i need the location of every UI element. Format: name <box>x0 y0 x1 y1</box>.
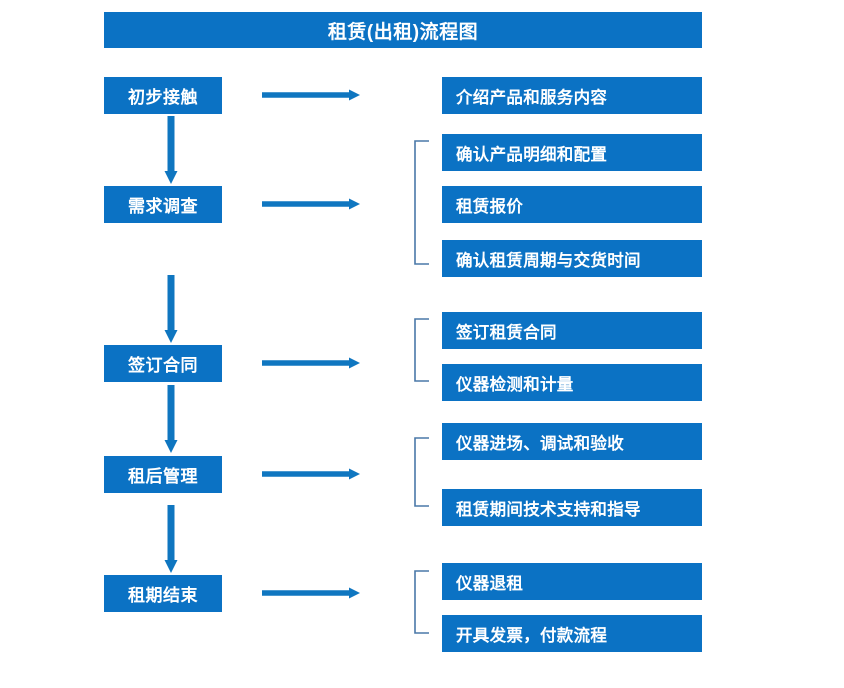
stage-box-2[interactable]: 需求调查 <box>104 186 222 223</box>
detail-box-4-2[interactable]: 租赁期间技术支持和指导 <box>442 489 702 526</box>
bracket-connector-icon <box>414 140 430 265</box>
right-arrow-icon <box>262 355 360 371</box>
stage-box-5[interactable]: 租期结束 <box>104 575 222 612</box>
detail-box-3-2[interactable]: 仪器检测和计量 <box>442 364 702 401</box>
stage-box-4[interactable]: 租后管理 <box>104 456 222 493</box>
detail-box-3-1[interactable]: 签订租赁合同 <box>442 312 702 349</box>
stage-box-1[interactable]: 初步接触 <box>104 77 222 114</box>
right-arrow-icon <box>262 585 360 601</box>
down-arrow-icon-1 <box>163 116 179 184</box>
down-arrow-icon-4 <box>163 505 179 573</box>
detail-box-4-1[interactable]: 仪器进场、调试和验收 <box>442 423 702 460</box>
detail-box-2-3[interactable]: 确认租赁周期与交货时间 <box>442 240 702 277</box>
page-title: 租赁(出租)流程图 <box>104 12 702 48</box>
down-arrow-icon-3 <box>163 385 179 453</box>
right-arrow-icon <box>262 466 360 482</box>
detail-box-2-1[interactable]: 确认产品明细和配置 <box>442 134 702 171</box>
detail-box-5-2[interactable]: 开具发票，付款流程 <box>442 615 702 652</box>
down-arrow-icon-2 <box>163 275 179 343</box>
detail-box-1-1[interactable]: 介绍产品和服务内容 <box>442 77 702 114</box>
bracket-connector-icon <box>414 570 430 634</box>
bracket-connector-icon <box>414 437 430 507</box>
bracket-connector-icon <box>414 318 430 382</box>
detail-box-5-1[interactable]: 仪器退租 <box>442 563 702 600</box>
detail-box-2-2[interactable]: 租赁报价 <box>442 186 702 223</box>
right-arrow-icon <box>262 87 360 103</box>
stage-box-3[interactable]: 签订合同 <box>104 345 222 382</box>
right-arrow-icon <box>262 196 360 212</box>
